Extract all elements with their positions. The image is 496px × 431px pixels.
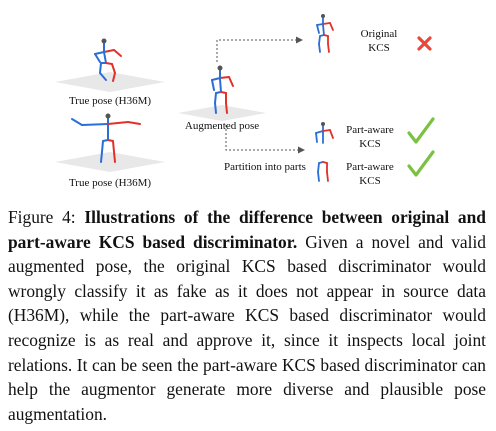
arrows [216,36,305,154]
ground-plane-augmented [178,105,266,121]
caption-prefix: Figure 4: [8,207,85,227]
figure-caption: Figure 4: Illustrations of the differenc… [8,205,486,426]
label-part-aware-1-line2: KCS [359,138,380,150]
skeleton-true-pose-2 [71,113,141,163]
caption-bold-title: Illustrations of the difference between … [8,207,486,252]
label-original-kcs-line2: KCS [368,42,389,54]
check-mark-icon [407,117,435,144]
ground-planes [55,72,266,172]
skeleton-augmented-pose [211,65,234,114]
label-original-kcs-line1: Original [361,28,398,40]
skeleton-part-aware-2 [317,161,329,182]
skeleton-part-aware-1 [315,122,334,144]
figure-illustration: True pose (H36M) True pose (H36M) Augmen… [55,14,435,189]
ground-plane-true-pose-1 [55,72,165,92]
caption-body: Given a novel and valid augmented pose, … [8,231,487,424]
label-true-pose-1: True pose (H36M) [69,95,151,107]
label-augmented-pose: Augmented pose [185,120,259,132]
label-partition: Partition into parts [224,161,306,173]
label-part-aware-2-line1: Part-aware [346,161,394,173]
label-true-pose-2: True pose (H36M) [69,177,151,189]
label-part-aware-2-line2: KCS [359,175,380,187]
skeleton-true-pose-1 [94,38,122,82]
label-part-aware-1-line1: Part-aware [346,124,394,136]
skeleton-original-kcs [316,14,334,53]
arrow-to-original [216,36,303,62]
check-mark-icon [407,150,435,177]
ground-plane-true-pose-2 [55,152,165,172]
cross-mark-icon [417,36,432,51]
arrow-to-partition [225,125,241,151]
